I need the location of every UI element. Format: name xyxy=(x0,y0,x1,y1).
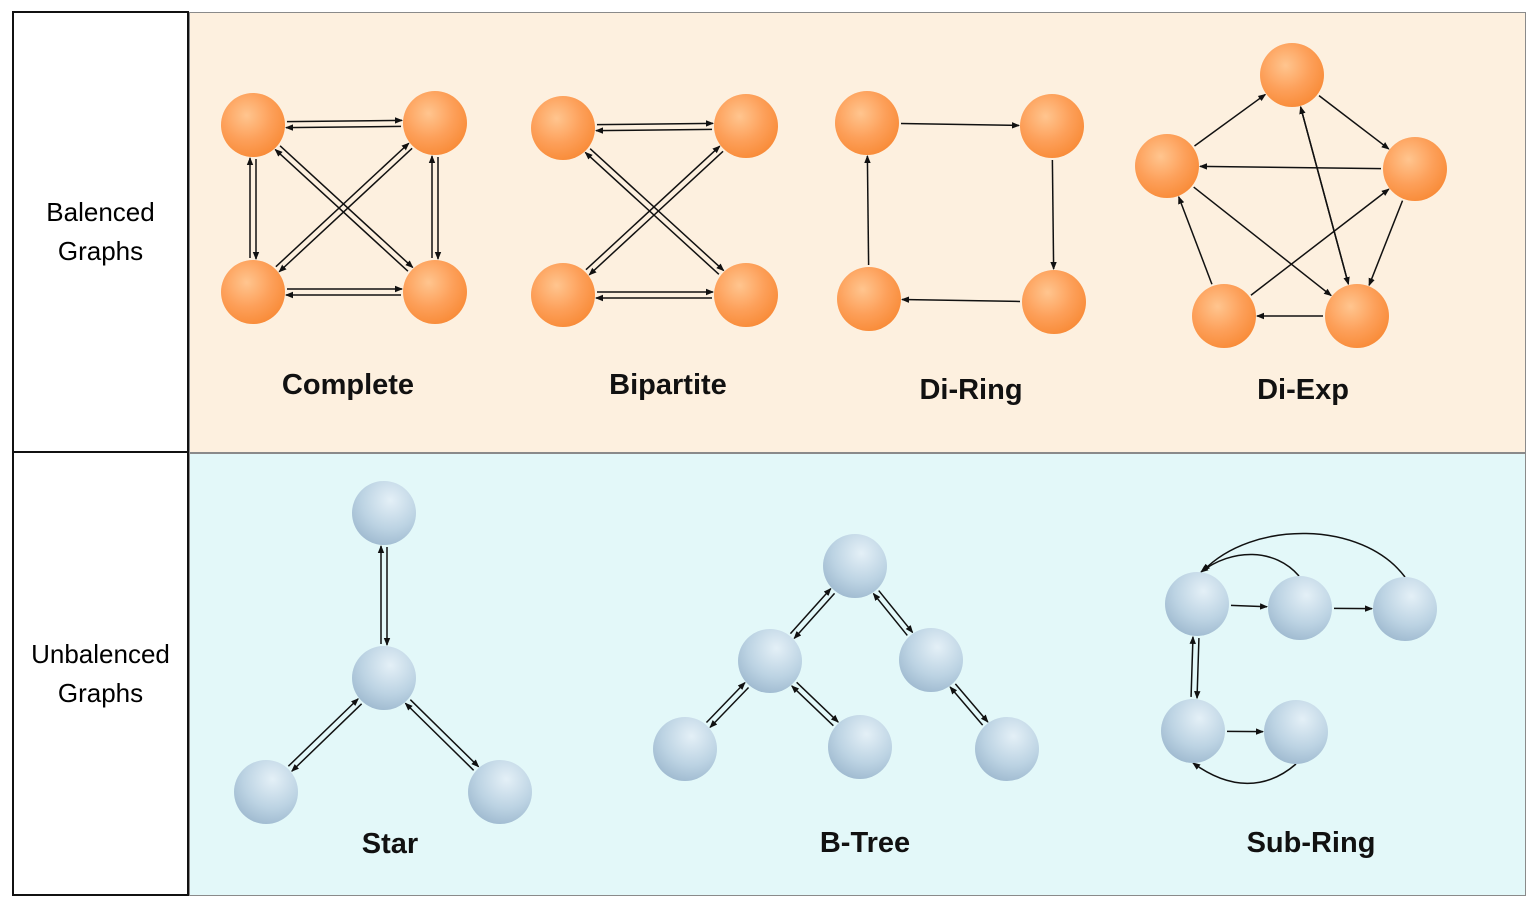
edge-btree-left-left-back xyxy=(705,681,746,723)
edge-subring-a-d-fwd xyxy=(1194,638,1201,700)
edge-subring-a-d-back xyxy=(1189,635,1196,697)
edge-diexp-ring-1 xyxy=(1318,95,1390,150)
blue-node-tL1 xyxy=(738,629,802,693)
blue-node-uA xyxy=(1165,572,1229,636)
edge-complete-top-back xyxy=(285,124,402,131)
graph-name-bipartite: Bipartite xyxy=(609,369,727,401)
edge-complete-diag2-back xyxy=(275,142,410,268)
blue-node-tR1 xyxy=(899,628,963,692)
orange-node-eT xyxy=(1260,43,1324,107)
edge-btree-root-right-fwd xyxy=(878,590,914,634)
orange-node-bTR xyxy=(714,94,778,158)
row-label-unbalanced-line2: Graphs xyxy=(57,677,144,708)
blue-node-sC xyxy=(352,646,416,710)
edge-star-right-back xyxy=(404,702,475,771)
graph-edges xyxy=(246,93,1406,785)
orange-node-eL xyxy=(1135,134,1199,198)
edge-btree-left-left-fwd xyxy=(709,687,750,729)
edge-complete-diag2-fwd xyxy=(278,147,413,273)
blue-node-uE xyxy=(1264,700,1328,764)
edge-diexp-skip-3 xyxy=(1299,105,1349,284)
orange-node-cBL xyxy=(221,260,285,324)
edge-star-left-fwd xyxy=(291,703,363,772)
edge-subring-c-a-curve xyxy=(1202,532,1406,578)
edge-diring-2 xyxy=(1050,159,1057,271)
orange-node-bTL xyxy=(531,96,595,160)
edge-diexp-ring-2 xyxy=(1368,200,1404,287)
row-label-balanced-line2: Graphs xyxy=(57,236,144,266)
blue-node-tLR xyxy=(828,715,892,779)
orange-node-eBR xyxy=(1325,284,1389,348)
blue-node-tRR xyxy=(975,717,1039,781)
graph-nodes xyxy=(221,43,1447,824)
edge-star-right-fwd xyxy=(409,699,480,768)
orange-node-rBL xyxy=(837,267,901,331)
orange-node-eR xyxy=(1383,137,1447,201)
edge-bipartite-diag2-back xyxy=(585,145,721,271)
edge-subring-b-a-curve xyxy=(1200,553,1300,577)
row-header-unbalanced: Unbalenced Graphs xyxy=(12,451,189,896)
edge-complete-diag1-fwd xyxy=(279,145,414,269)
edge-bipartite-top-fwd xyxy=(596,120,714,127)
orange-node-bBL xyxy=(531,263,595,327)
row-label-unbalanced-line1: Unbalenced xyxy=(31,638,170,669)
edge-bipartite-diag1-back xyxy=(584,151,720,275)
orange-node-rBR xyxy=(1022,270,1086,334)
edge-diring-4 xyxy=(864,154,871,266)
blue-node-uB xyxy=(1268,576,1332,640)
graph-name-complete: Complete xyxy=(282,369,414,401)
graph-name-diexp: Di-Exp xyxy=(1257,374,1349,406)
edge-diexp-skip-2 xyxy=(1198,163,1382,170)
edge-btree-right-right-back xyxy=(949,686,984,726)
graph-name-diring: Di-Ring xyxy=(919,374,1022,406)
edge-diexp-skip-5 xyxy=(1193,186,1332,297)
orange-node-rTR xyxy=(1020,94,1084,158)
blue-node-sR xyxy=(468,760,532,824)
edge-btree-left-right-fwd xyxy=(796,681,839,723)
edge-complete-diag1-back xyxy=(274,148,409,272)
orange-node-bBR xyxy=(714,263,778,327)
edge-btree-root-left-fwd xyxy=(793,592,836,640)
edge-bipartite-top-back xyxy=(595,127,713,134)
edge-star-left-back xyxy=(287,698,359,767)
edge-subring-e-d-curve xyxy=(1192,762,1297,785)
edge-diring-3 xyxy=(900,296,1021,303)
blue-node-uD xyxy=(1161,699,1225,763)
blue-node-uC xyxy=(1373,577,1437,641)
edge-btree-right-right-fwd xyxy=(954,683,989,723)
graph-name-btree: B-Tree xyxy=(820,827,910,859)
blue-node-tLL xyxy=(653,717,717,781)
orange-node-cTR xyxy=(403,91,467,155)
orange-node-cTL xyxy=(221,93,285,157)
edge-btree-left-right-back xyxy=(791,685,834,727)
row-label-balanced-line1: Balenced xyxy=(46,197,155,227)
row-header-balanced: Balenced Graphs xyxy=(12,11,189,453)
edge-diring-1 xyxy=(900,122,1021,129)
orange-node-rTL xyxy=(835,91,899,155)
edge-subring-a-b xyxy=(1230,603,1269,610)
graph-name-star: Star xyxy=(362,828,418,860)
blue-node-sT xyxy=(352,481,416,545)
edge-bipartite-diag1-fwd xyxy=(589,148,725,272)
edge-diexp-skip-4 xyxy=(1250,188,1390,296)
orange-node-cBR xyxy=(403,260,467,324)
orange-node-eBL xyxy=(1192,284,1256,348)
blue-node-sL xyxy=(234,760,298,824)
edge-btree-root-left-back xyxy=(789,587,832,635)
edge-diexp-ring-5 xyxy=(1194,93,1267,147)
blue-node-tR xyxy=(823,534,887,598)
edge-diexp-ring-4 xyxy=(1178,195,1213,285)
graph-name-subring: Sub-Ring xyxy=(1247,827,1376,859)
edge-btree-root-right-back xyxy=(872,592,908,636)
edge-complete-top-fwd xyxy=(286,117,403,124)
edge-bipartite-diag2-fwd xyxy=(588,150,724,276)
